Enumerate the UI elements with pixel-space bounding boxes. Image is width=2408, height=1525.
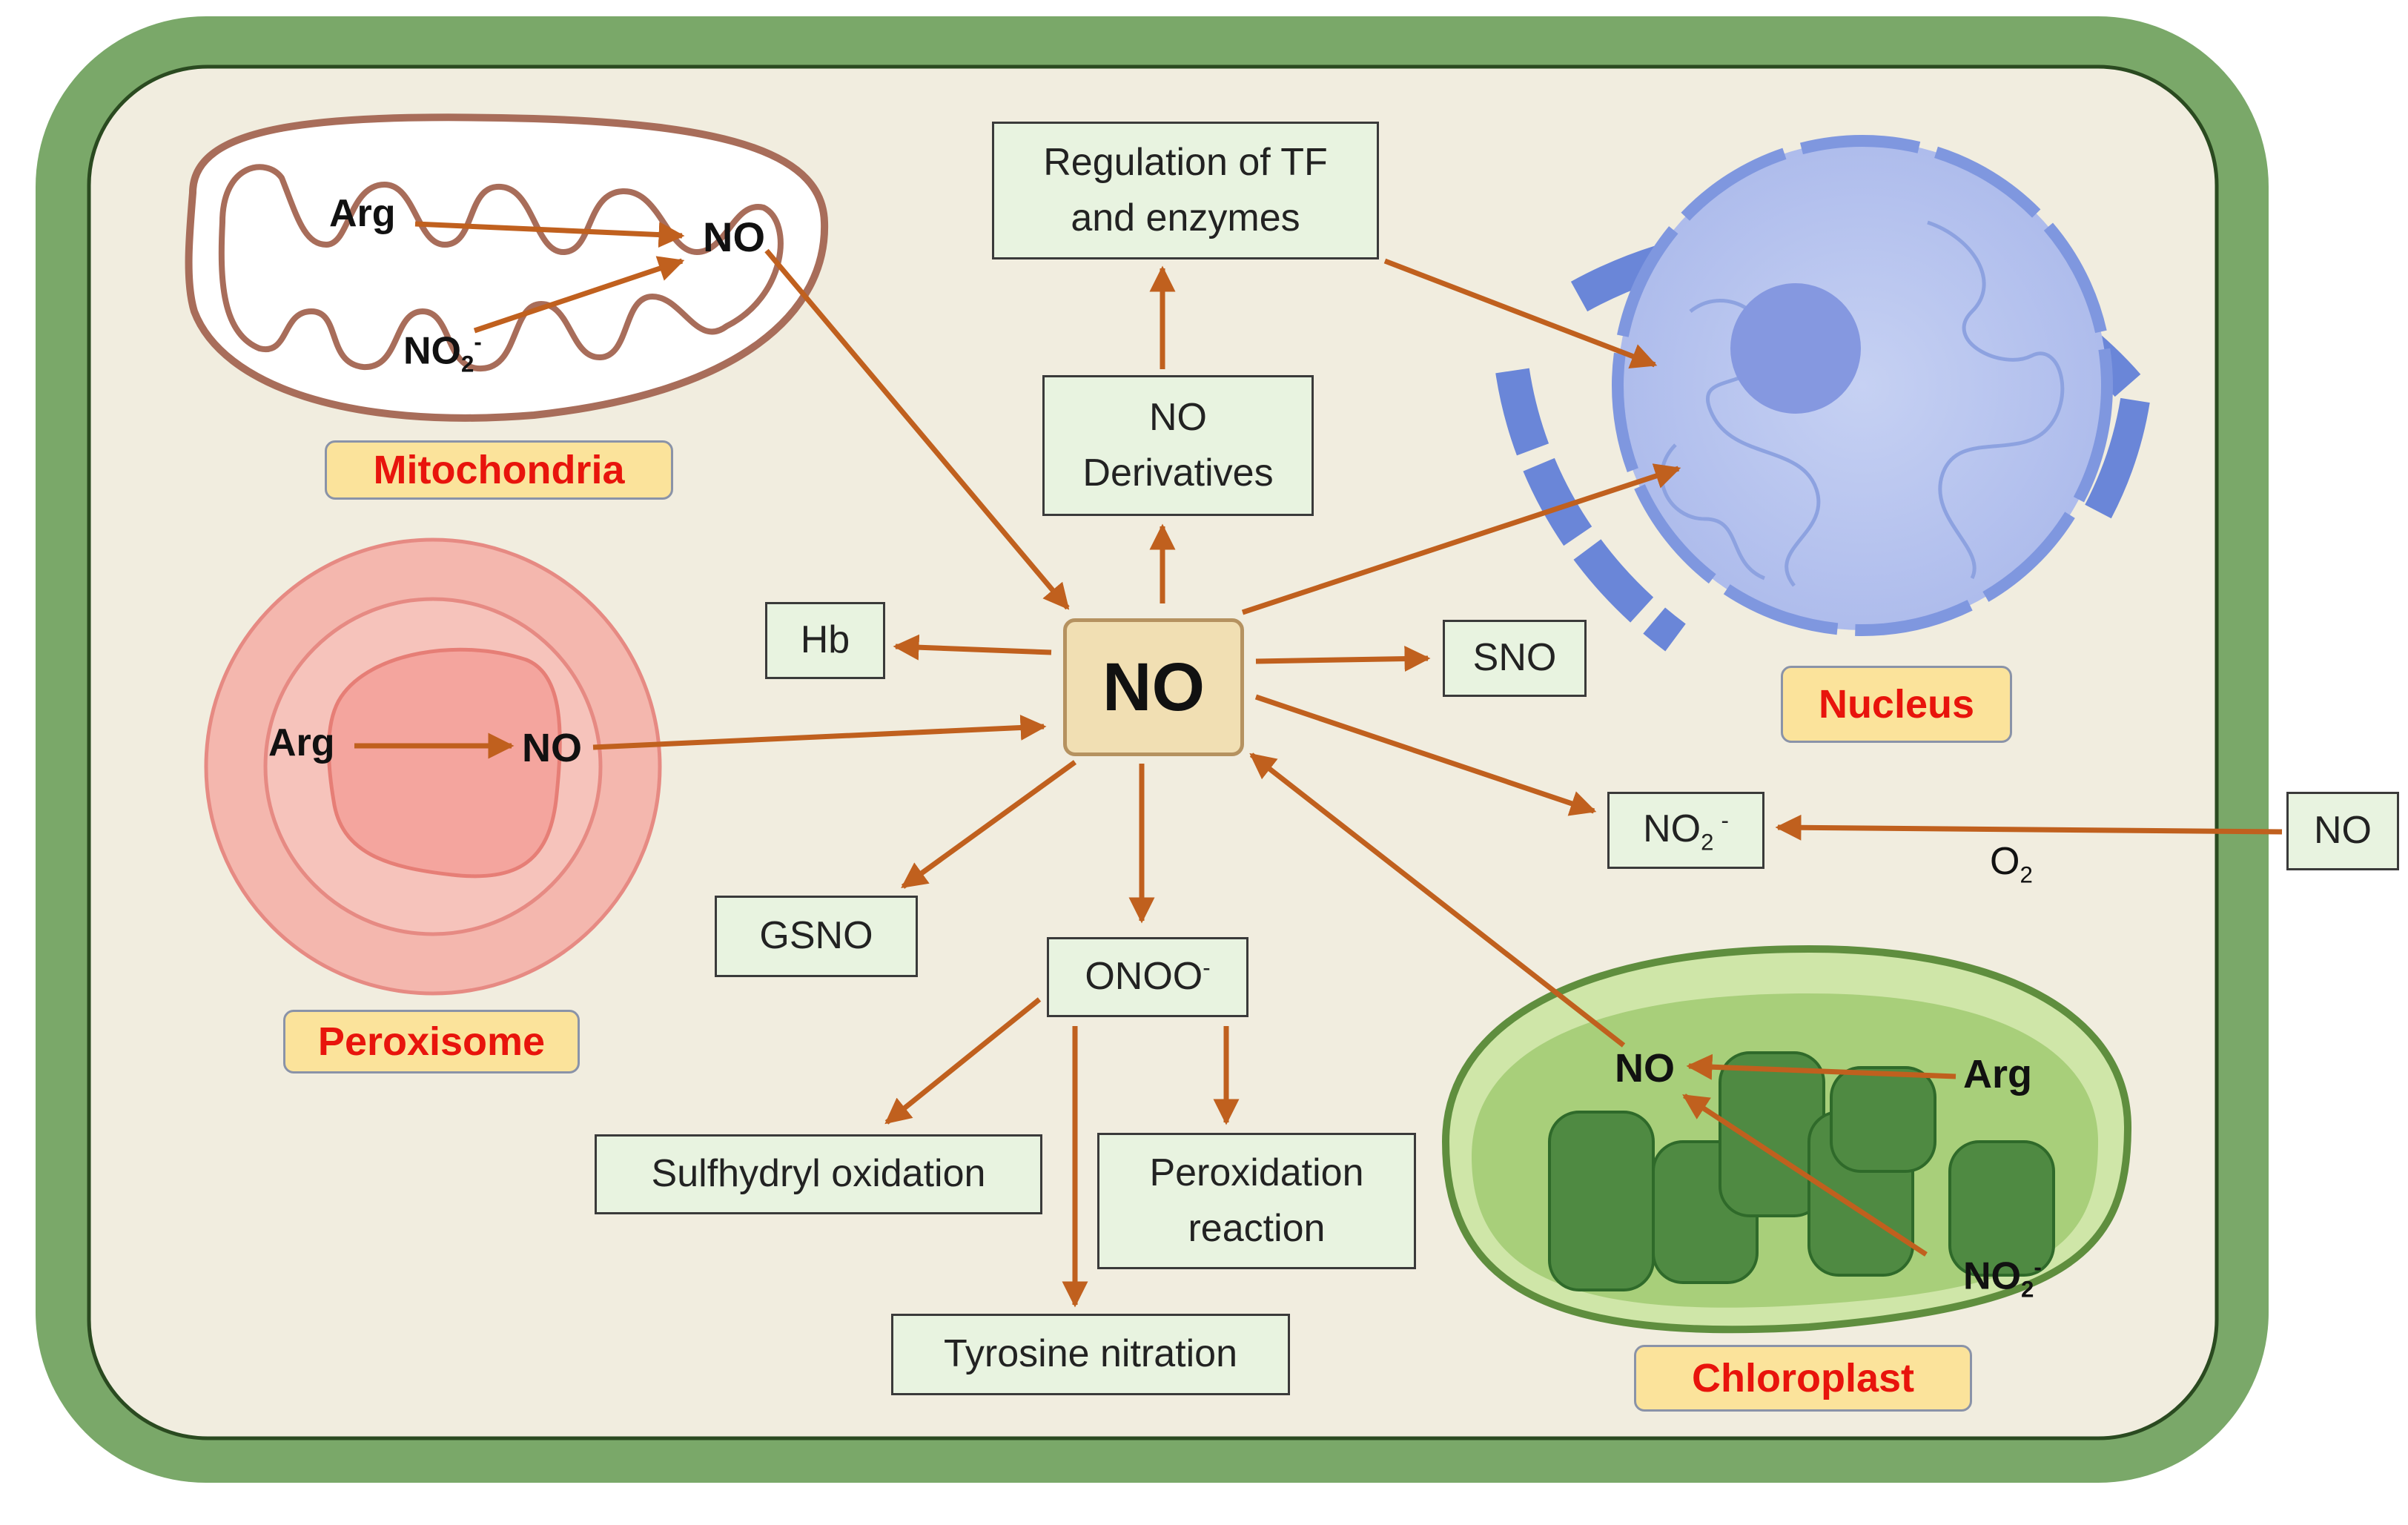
chloro-no2-base: NO (1963, 1254, 2021, 1298)
o2-sub: 2 (2020, 861, 2033, 888)
arrow-center-to-gsno (901, 760, 1077, 889)
mitochondria-label: Mitochondria (325, 440, 673, 500)
arrow-onoo-to-sulfhydryl (884, 997, 1042, 1125)
sulfhydryl-box: Sulfhydryl oxidation (595, 1134, 1042, 1214)
arrow-center-to-sno (1255, 646, 1431, 672)
peroxidation-box: Peroxidation reaction (1097, 1133, 1416, 1269)
arrow-mito-no2-no (473, 256, 685, 334)
no2-box-sub: 2 (1701, 829, 1714, 856)
mito-no2-sup: - (474, 329, 482, 355)
chloro-arg-text: Arg (1963, 1052, 2032, 1096)
no2-box: NO2- (1607, 792, 1764, 869)
derivatives-line1: NO (1149, 395, 1207, 439)
regulation-line1: Regulation of TF (1043, 140, 1328, 184)
onoo-base: ONOO (1085, 955, 1203, 999)
regulation-line2: and enzymes (1071, 196, 1300, 239)
o2-text: O2 (1990, 842, 2033, 887)
arrow-perox-to-center (592, 714, 1047, 750)
thylakoid-stacks (1548, 1051, 2055, 1291)
no2-box-sup: - (1721, 807, 1729, 833)
mito-no2-sub: 2 (461, 351, 474, 377)
arrow-chloro-to-center (1249, 752, 1626, 1048)
arrows (354, 221, 2283, 1308)
onoo-sup: - (1203, 954, 1211, 981)
arrow-chloro-no2-no (1682, 1094, 1928, 1257)
tyrosine-box: Tyrosine nitration (891, 1314, 1290, 1395)
arrow-regulation-to-nucleus (1383, 258, 1658, 369)
onoo-box: ONOO- (1047, 937, 1248, 1017)
derivatives-line2: Derivatives (1082, 451, 1274, 494)
nucleus-organelle (1495, 135, 2150, 652)
chloroplast-label: Chloroplast (1634, 1345, 1972, 1412)
peroxidation-line2: reaction (1188, 1207, 1326, 1250)
perox-no-text: NO (522, 726, 582, 770)
o2-base: O (1990, 840, 2020, 883)
chloro-no2-sub: 2 (2021, 1276, 2034, 1303)
gsno-box: GSNO (715, 896, 918, 977)
arrow-mito-to-center (764, 248, 1070, 610)
arrow-center-to-nucleus (1241, 463, 1681, 615)
external-no-box: NO (2286, 792, 2399, 870)
perox-arg-text: Arg (268, 721, 335, 764)
regulation-box: Regulation of TF and enzymes (992, 122, 1379, 259)
chloro-no-text: NO (1615, 1046, 1675, 1091)
sno-box: SNO (1443, 620, 1587, 697)
chloro-no2-text: NO2- (1963, 1256, 2042, 1301)
peroxisome-organelle (204, 537, 662, 996)
arrow-mito-arg-no (414, 221, 685, 248)
mitochondria-organelle (185, 113, 829, 422)
nucleus-label: Nucleus (1781, 666, 2012, 743)
mito-no-text: NO (703, 214, 765, 260)
no2-box-base: NO (1643, 807, 1701, 851)
arrow-center-to-hb (893, 634, 1052, 661)
arrow-chloro-arg-no (1686, 1053, 1956, 1080)
center-no-box: NO (1063, 618, 1244, 756)
arrow-center-to-no2 (1254, 694, 1597, 816)
peroxisome-label: Peroxisome (283, 1010, 580, 1074)
arrow-external-no-to-no2 (1775, 814, 2283, 841)
hb-box: Hb (765, 602, 885, 679)
chloroplast-organelle (1441, 945, 2132, 1334)
mito-arg-text: Arg (329, 192, 396, 235)
peroxidation-line1: Peroxidation (1149, 1151, 1364, 1194)
no-derivatives-box: NO Derivatives (1042, 375, 1314, 516)
mito-no2-base: NO (403, 329, 461, 373)
chloro-no2-sup: - (2034, 1254, 2042, 1280)
mito-no2-text: NO2- (403, 331, 482, 376)
